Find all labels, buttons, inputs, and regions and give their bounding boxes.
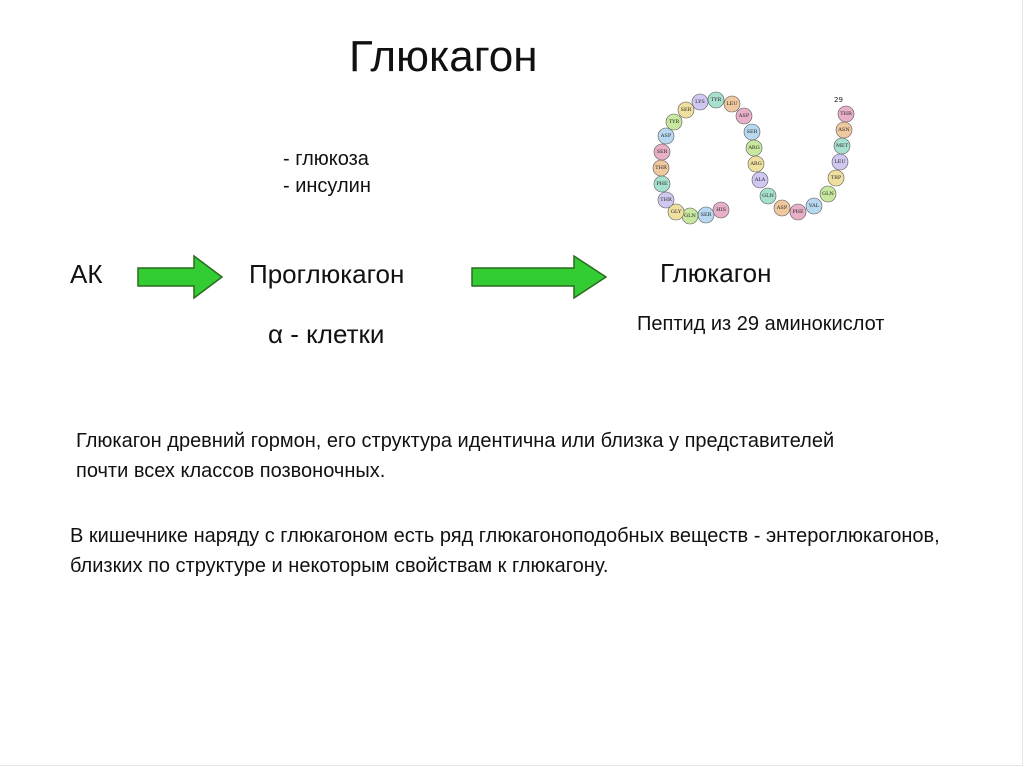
residue-label: MET xyxy=(836,143,849,149)
residue-label: ALA xyxy=(754,177,766,183)
residue-bead: HIS xyxy=(712,201,730,219)
residue-label: HIS xyxy=(716,207,726,213)
residue-bead: LEU xyxy=(831,153,849,171)
residue-bead: THR xyxy=(657,191,675,209)
residue-bead: ARG xyxy=(745,139,763,157)
residue-label: VAL xyxy=(808,203,820,209)
residue-bead: SER xyxy=(653,143,671,161)
residue-bead: THR xyxy=(652,159,670,177)
residue-bead: ASP xyxy=(657,127,675,145)
residue-label: PHE xyxy=(656,181,668,187)
residue-label: THR xyxy=(655,165,667,171)
regulator-insulin: - инсулин xyxy=(283,175,371,197)
residue-label: LEU xyxy=(834,159,845,165)
residue-bead: GLN xyxy=(681,207,699,225)
residue-bead: TRP xyxy=(827,169,845,187)
residue-bead: SER xyxy=(697,206,715,224)
pathway-source: АК xyxy=(70,259,103,289)
pathway-intermediate: Проглюкагон xyxy=(249,259,405,289)
residue-bead: ASN xyxy=(835,121,853,139)
regulator-glucose: - глюкоза xyxy=(283,148,369,170)
residue-label: TYR xyxy=(711,97,722,103)
residue-bead: SER xyxy=(743,123,761,141)
residue-label: SER xyxy=(701,212,712,218)
residue-bead: ARG xyxy=(747,155,765,173)
residue-bead: ASP xyxy=(773,199,791,217)
residue-label: PHE xyxy=(792,209,804,215)
residue-bead: TYR xyxy=(665,113,683,131)
residue-bead: LEU xyxy=(723,95,741,113)
paragraph-ancient-hormone: Глюкагон древний гормон, его структура и… xyxy=(76,430,835,482)
residue-bead: THR xyxy=(837,105,855,123)
residue-bead: SER xyxy=(677,101,695,119)
residue-label: GLN xyxy=(684,213,696,219)
residue-label: ARG xyxy=(747,145,759,151)
residue-bead: PHE xyxy=(789,203,807,221)
slide-title: Глюкагон xyxy=(349,32,538,81)
residue-label: GLY xyxy=(671,209,682,215)
residue-bead: MET xyxy=(833,137,851,155)
alpha-cells-label: α - клетки xyxy=(268,319,385,349)
residue-bead: GLN xyxy=(759,187,777,205)
residue-label: THR xyxy=(840,111,852,117)
pathway-product: Глюкагон xyxy=(660,258,772,288)
peptide-note: Пептид из 29 аминокислот xyxy=(637,313,885,335)
residue-label: TYR xyxy=(669,119,680,125)
residue-label: ASN xyxy=(837,127,850,133)
residue-label: SER xyxy=(657,149,668,155)
residue-label: LEU xyxy=(726,101,737,107)
residue-bead: TYR xyxy=(707,91,725,109)
residue-bead: VAL xyxy=(805,197,823,215)
residue-bead: GLY xyxy=(667,203,685,221)
peptide-end-number: 29 xyxy=(834,96,843,104)
residue-bead: PHE xyxy=(653,175,671,193)
arrow-1-icon xyxy=(137,254,224,300)
residue-bead: ALA xyxy=(751,171,769,189)
residue-label: GLN xyxy=(762,193,774,199)
residue-label: GLN xyxy=(822,191,834,197)
residue-label: SER xyxy=(747,129,758,135)
residue-label: ASP xyxy=(660,133,672,139)
residue-label: LYS xyxy=(695,99,705,105)
residue-label: ASP xyxy=(738,113,750,119)
residue-label: ASP xyxy=(776,205,788,211)
residue-label: SER xyxy=(681,107,692,113)
paragraph-enteroglucagons: В кишечнике наряду с глюкагоном есть ряд… xyxy=(70,525,940,577)
residue-label: THR xyxy=(660,197,672,203)
residue-bead: GLN xyxy=(819,185,837,203)
residue-label: TRP xyxy=(831,175,842,181)
residue-bead: LYS xyxy=(691,93,709,111)
residue-label: ARG xyxy=(749,161,761,167)
arrow-2-icon xyxy=(471,254,608,300)
residue-bead: ASP xyxy=(735,107,753,125)
